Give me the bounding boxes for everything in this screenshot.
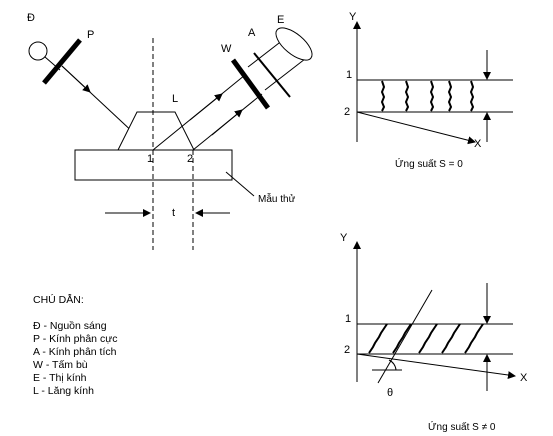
incident-ray-arrow bbox=[61, 65, 91, 93]
legend-item-source: Đ - Nguồn sáng bbox=[33, 320, 107, 332]
reflected-ray-1-arrow bbox=[189, 93, 223, 121]
polarizer-plate bbox=[42, 38, 82, 85]
analyzer-label: A bbox=[248, 27, 256, 39]
graph-bottom-line2-label: 2 bbox=[344, 344, 350, 356]
point1-label: 1 bbox=[147, 153, 153, 165]
reflected-ray-2-arrow bbox=[211, 109, 243, 136]
graph-top-caption: Ứng suất S = 0 bbox=[395, 157, 463, 170]
graph-bottom-line1-label: 1 bbox=[345, 313, 351, 325]
legend-item-polarizer: P - Kính phân cực bbox=[33, 333, 118, 345]
optical-setup: Đ P W A E L 1 2 t Mẫu thử bbox=[27, 12, 313, 250]
graph-bottom-angle-arc bbox=[388, 359, 397, 371]
graph-bottom-caption: Ứng suất S ≠ 0 bbox=[428, 420, 496, 433]
graph-bottom-angle-label: θ bbox=[387, 387, 393, 399]
graph-bottom-x-label: X bbox=[520, 372, 528, 384]
prism bbox=[117, 111, 195, 151]
analyzer-plate bbox=[253, 52, 291, 98]
graph-top-x-label: X bbox=[474, 138, 482, 150]
legend-item-prism: L - Lăng kính bbox=[33, 385, 94, 397]
graph-top-line2-label: 2 bbox=[344, 106, 350, 118]
graph-bottom-fringes bbox=[368, 323, 484, 354]
legend-item-analyzer: A - Kính phân tích bbox=[33, 346, 117, 358]
graph-bottom-y-label: Y bbox=[340, 232, 348, 244]
graph-top: Y X 1 2 Ứng suất S = 0 bbox=[344, 11, 513, 170]
compensator-label: W bbox=[221, 43, 232, 55]
eyepiece-lens bbox=[275, 27, 313, 61]
specimen-pointer bbox=[225, 171, 255, 197]
source-label: Đ bbox=[27, 12, 35, 24]
graph-top-line1-label: 1 bbox=[346, 69, 352, 81]
legend-item-compensator: W - Tấm bù bbox=[33, 359, 88, 371]
legend: CHÚ DẪN: Đ - Nguồn sáng P - Kính phân cự… bbox=[33, 294, 117, 398]
graph-top-y-label: Y bbox=[349, 11, 357, 23]
graph-top-fringes bbox=[380, 80, 475, 112]
legend-title: CHÚ DẪN: bbox=[33, 294, 84, 306]
prism-label: L bbox=[172, 93, 178, 105]
graph-bottom-x-axis bbox=[356, 353, 516, 379]
eyepiece-tube-bottom bbox=[264, 58, 306, 91]
polarizer-label: P bbox=[87, 29, 94, 41]
legend-item-eyepiece: E - Thị kính bbox=[33, 372, 87, 384]
distance-label: t bbox=[172, 207, 175, 219]
graph-bottom-incline-line bbox=[377, 289, 433, 384]
graph-bottom: Y X 1 2 θ Ứng suất S ≠ 0 bbox=[340, 232, 528, 433]
compensator-plate bbox=[230, 58, 271, 110]
point2-label: 2 bbox=[187, 153, 193, 165]
eyepiece-label: E bbox=[277, 14, 284, 26]
graph-top-x-axis bbox=[356, 111, 476, 145]
light-source bbox=[28, 41, 48, 61]
specimen-label: Mẫu thử bbox=[258, 192, 296, 205]
